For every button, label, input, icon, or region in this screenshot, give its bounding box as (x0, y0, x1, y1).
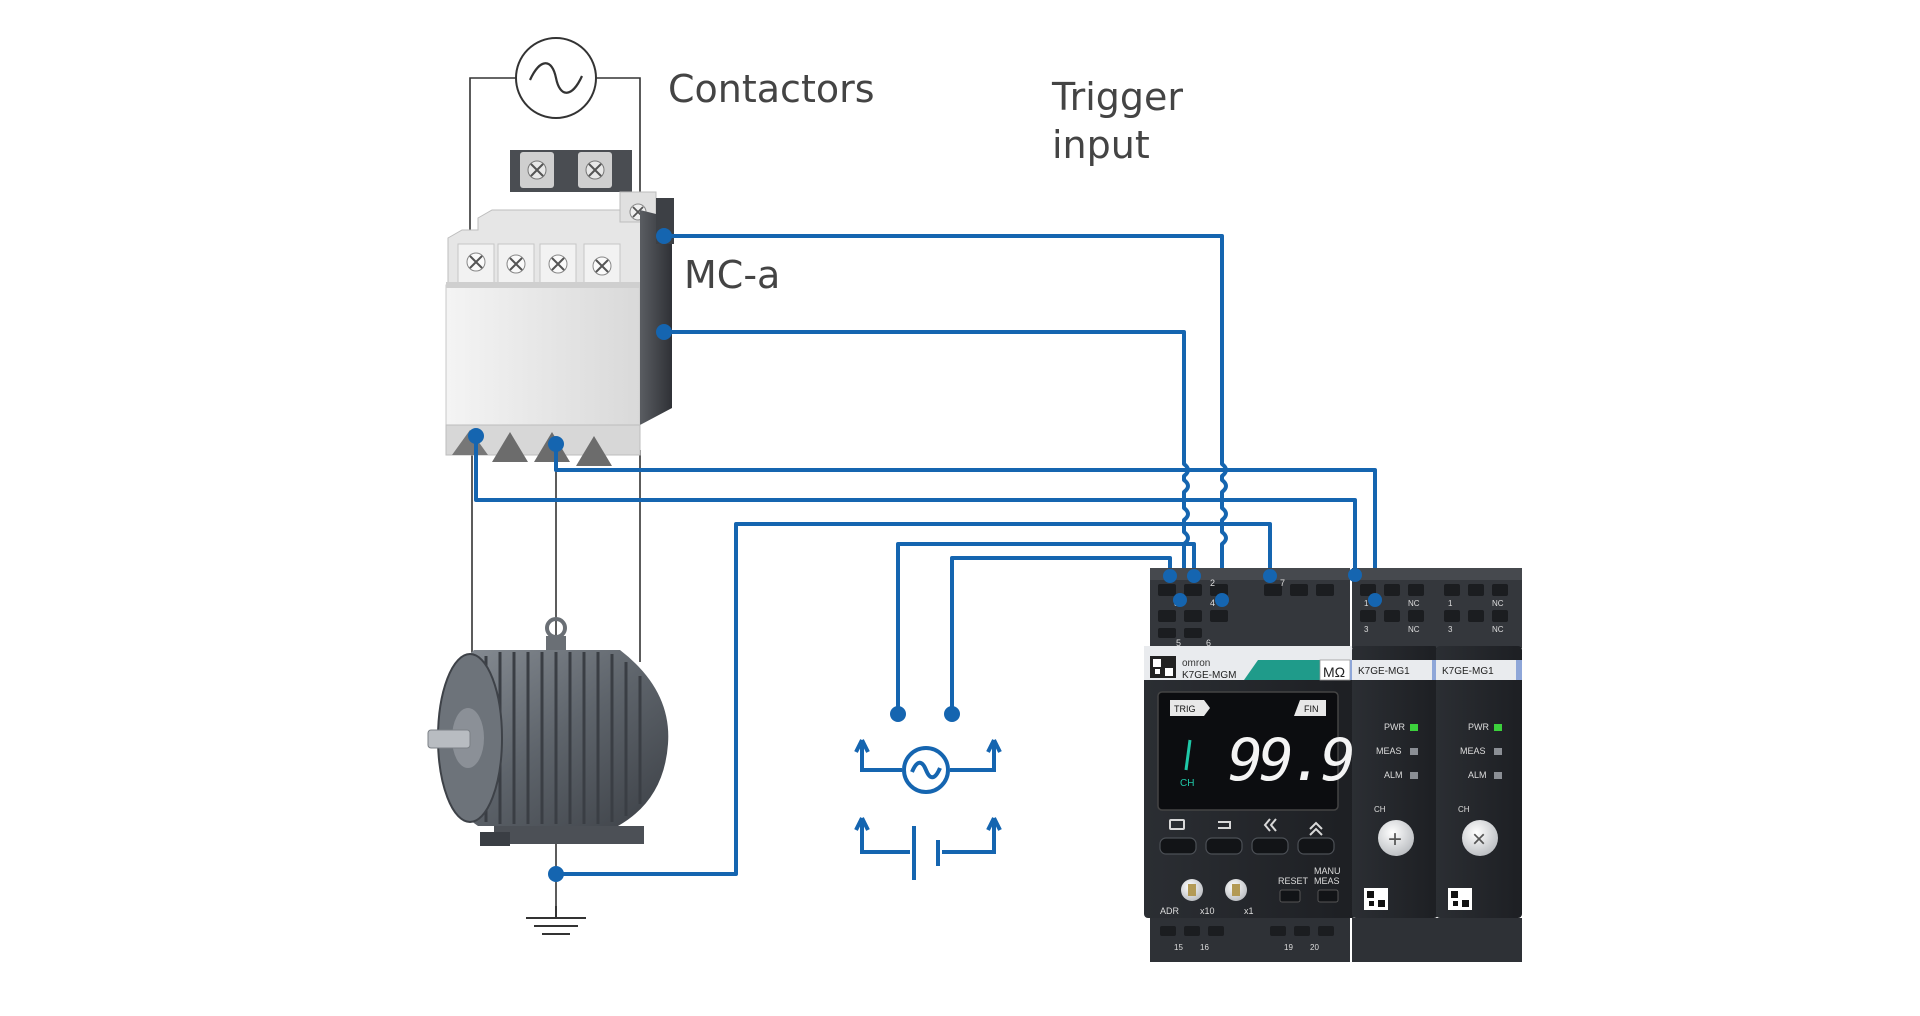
wire-ground-term7 (556, 522, 1272, 876)
sub1-meas-led (1410, 748, 1418, 755)
term-mid-6: 6 (1206, 638, 1211, 648)
sub1-term-nc2: NC (1408, 625, 1420, 634)
trigger-label-line1: Trigger (1051, 75, 1183, 119)
sub2-term-nc: NC (1492, 599, 1504, 608)
battery-icon (854, 817, 1002, 880)
sub2-meas-label: MEAS (1460, 746, 1486, 756)
sub2-term-1: 1 (1448, 599, 1453, 608)
sub2-pwr-label: PWR (1468, 722, 1489, 732)
sub1-dial-symbol: + (1388, 826, 1402, 853)
reset-label: RESET (1278, 876, 1309, 886)
sub2-model: K7GE-MG1 (1442, 666, 1494, 677)
sub1-alm-label: ALM (1384, 770, 1403, 780)
manual-measure-button[interactable] (1317, 889, 1339, 903)
sub2-term-3: 3 (1448, 625, 1453, 634)
term-top-2: 2 (1210, 578, 1215, 588)
wire-line-sub1 (474, 436, 1357, 575)
measurement-reading: 99.9 (1228, 726, 1353, 794)
wire-nodes (468, 228, 960, 882)
brand-label: omron (1182, 658, 1210, 669)
mc-a-label: MC-a (684, 253, 780, 297)
sub1-channel-dial[interactable] (1378, 820, 1414, 856)
sub2-term-nc2: NC (1492, 625, 1504, 634)
back-button[interactable] (1159, 837, 1197, 855)
term-top-4: 4 (1210, 598, 1215, 608)
trigger-label-line2: input (1052, 123, 1150, 167)
cycle-button[interactable] (1205, 837, 1243, 855)
sub1-pwr-led (1410, 724, 1418, 731)
term-bottom-15: 15 (1174, 943, 1183, 952)
wire-trigger-a (896, 542, 1196, 714)
ch-indicator: CH (1180, 778, 1194, 789)
sub1-alm-led (1410, 772, 1418, 779)
sub1-pwr-label: PWR (1384, 722, 1405, 732)
sub1-term-nc: NC (1408, 599, 1420, 608)
reset-button[interactable] (1279, 889, 1301, 903)
term-bottom-19: 19 (1284, 943, 1293, 952)
fin-indicator: FIN (1304, 704, 1319, 714)
ac-source-icon (515, 37, 597, 119)
signal-wires (474, 234, 1377, 876)
term-bottom-20: 20 (1310, 943, 1319, 952)
chevron-up-icon (1309, 821, 1323, 836)
x10-label: x10 (1200, 906, 1215, 916)
sub2-alm-led (1494, 772, 1502, 779)
sub2-ch-label: CH (1458, 805, 1470, 814)
left-button[interactable] (1251, 837, 1289, 855)
wire-trigger-b (950, 556, 1172, 714)
sub1-model: K7GE-MG1 (1358, 666, 1410, 677)
sub2-alm-label: ALM (1468, 770, 1487, 780)
motor-icon (427, 617, 669, 846)
adr-label: ADR (1160, 906, 1180, 916)
sub2-dial-symbol: × (1472, 826, 1486, 853)
up-button[interactable] (1297, 837, 1335, 855)
sub1-term-1: 1 (1364, 599, 1369, 608)
meas-label: MEAS (1314, 876, 1340, 886)
sub1-term-3: 3 (1364, 625, 1369, 634)
term-top-7: 7 (1280, 578, 1285, 588)
wire-source-right (596, 77, 641, 240)
sub1-ch-label: CH (1374, 805, 1386, 814)
unit-symbol: MΩ (1323, 664, 1345, 680)
term-bottom-16: 16 (1200, 943, 1209, 952)
trig-indicator: TRIG (1174, 704, 1196, 714)
sub1-meas-label: MEAS (1376, 746, 1402, 756)
term-mid-5: 5 (1176, 638, 1181, 648)
manu-label: MANU (1314, 866, 1341, 876)
model-label: K7GE-MGM (1182, 670, 1236, 681)
terminal-nodes (1163, 568, 1382, 607)
contactor-icon (445, 150, 674, 466)
sub-unit-1: 1 NC 3 NC K7GE-MG1 PWR MEAS ALM CH + (1352, 568, 1438, 962)
power-wires (469, 77, 641, 906)
contactors-label: Contactors (668, 67, 875, 111)
back-icon (1169, 819, 1185, 830)
cycle-icon (1218, 821, 1231, 829)
chevron-left-icon (1263, 818, 1277, 832)
ac-source-icon (854, 739, 1002, 794)
wire-source-left (469, 77, 516, 178)
x1-label: x1 (1244, 906, 1254, 916)
sub2-meas-led (1494, 748, 1502, 755)
ground-icon (526, 906, 586, 935)
main-unit: 3 2 4 7 5 6 omron K7GE-MGM MΩ TRIG FIN C… (1144, 568, 1357, 962)
wire-line-sub2 (554, 444, 1377, 600)
sub2-pwr-led (1494, 724, 1502, 731)
sub2-channel-dial[interactable] (1462, 820, 1498, 856)
sub-unit-2: 1 NC 3 NC K7GE-MG1 PWR MEAS ALM CH × (1436, 568, 1522, 962)
